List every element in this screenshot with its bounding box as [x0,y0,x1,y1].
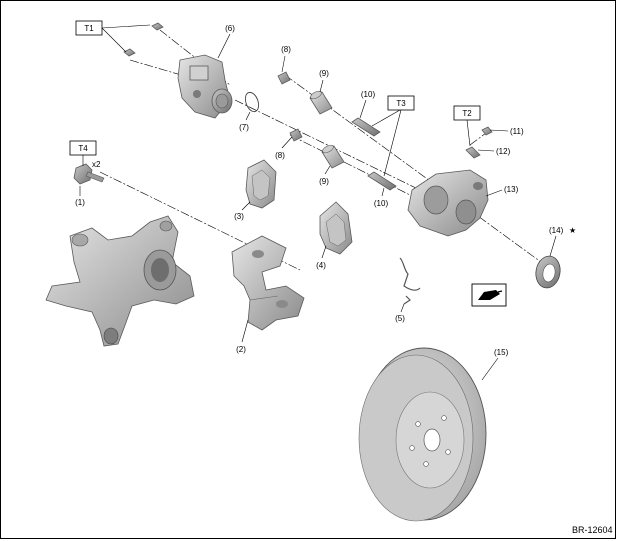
part-6-motor-actuator [177,54,233,119]
part-9-bushing-lower [321,144,345,169]
rear-knuckle [45,215,195,347]
callout-10-upper-text: (10) [361,90,376,99]
callout-14-text: (14) [549,226,564,235]
torque-label-t2-text: T2 [462,109,472,118]
part-4-outer-pad [319,201,353,255]
replace-star-mark: ★ [569,226,576,235]
callout-9-upper-text: (9) [319,69,329,78]
callout-14: (14) ★ [549,226,576,257]
part-13-caliper-body [407,169,489,237]
callout-6: (6) [217,24,235,59]
grease-application-icon [471,283,507,307]
torque-label-t3-text: T3 [396,99,406,108]
part-10-guide-pin-upper [351,117,381,137]
quantity-note: x2 [92,160,101,169]
callout-8-lower-text: (8) [275,151,285,160]
drawing-code: BR-12604 [572,525,613,535]
callout-9-lower-text: (9) [319,177,329,186]
callout-15: (15) [481,348,509,381]
torque-label-t4: T4 [69,140,97,166]
part-8-boot-upper [277,71,291,85]
callout-9-lower: (9) [319,165,331,186]
callout-10-lower-text: (10) [374,199,389,208]
callout-1-text: (1) [75,198,85,207]
callout-12-text: (12) [496,147,511,156]
callout-8-upper-text: (8) [281,45,291,54]
callout-7-text: (7) [239,123,249,132]
part-5-pad-clip [399,257,421,305]
part-14-seal [535,255,561,289]
callout-4-text: (4) [316,261,326,270]
callout-13-text: (13) [504,185,519,194]
callout-11-text: (11) [510,127,524,136]
torque-label-t3: T3 [371,95,415,177]
callout-13: (13) [485,185,519,197]
part-11-bleeder-cap [481,126,493,136]
callout-1: (1) [75,186,85,207]
part-3-inner-pad [245,159,277,209]
callout-9-upper: (9) [319,69,329,93]
part-2-caliper-support [231,235,305,331]
part-7-o-ring [244,91,260,113]
callout-11: (11) [489,127,524,136]
t1-bolts [123,22,164,57]
part-10-guide-pin-lower [367,171,397,191]
callout-15-text: (15) [494,348,509,357]
callout-3-text: (3) [234,212,244,221]
part-1-bolt [73,163,105,185]
callout-8-upper: (8) [281,45,291,73]
callout-5: (5) [395,303,405,323]
callout-2-text: (2) [236,345,246,354]
part-8-boot-lower [289,128,303,142]
callout-3: (3) [234,201,251,221]
part-12-bleeder-screw [465,146,481,159]
callout-5-text: (5) [395,314,405,323]
torque-label-t2: T2 [453,105,481,147]
callout-10-upper: (10) [359,90,376,119]
callout-12: (12) [477,147,511,156]
part-9-bushing-upper [309,90,333,115]
callout-6-text: (6) [225,24,235,33]
part-15-rotor-disc [358,347,487,522]
callout-10-lower: (10) [374,187,389,208]
callout-4: (4) [316,245,327,270]
callout-7: (7) [239,111,251,132]
torque-label-t1-text: T1 [84,24,94,33]
callout-8-lower: (8) [275,136,293,160]
callout-2: (2) [236,319,249,354]
torque-label-t4-text: T4 [78,144,88,153]
torque-label-t1: T1 [75,20,151,53]
